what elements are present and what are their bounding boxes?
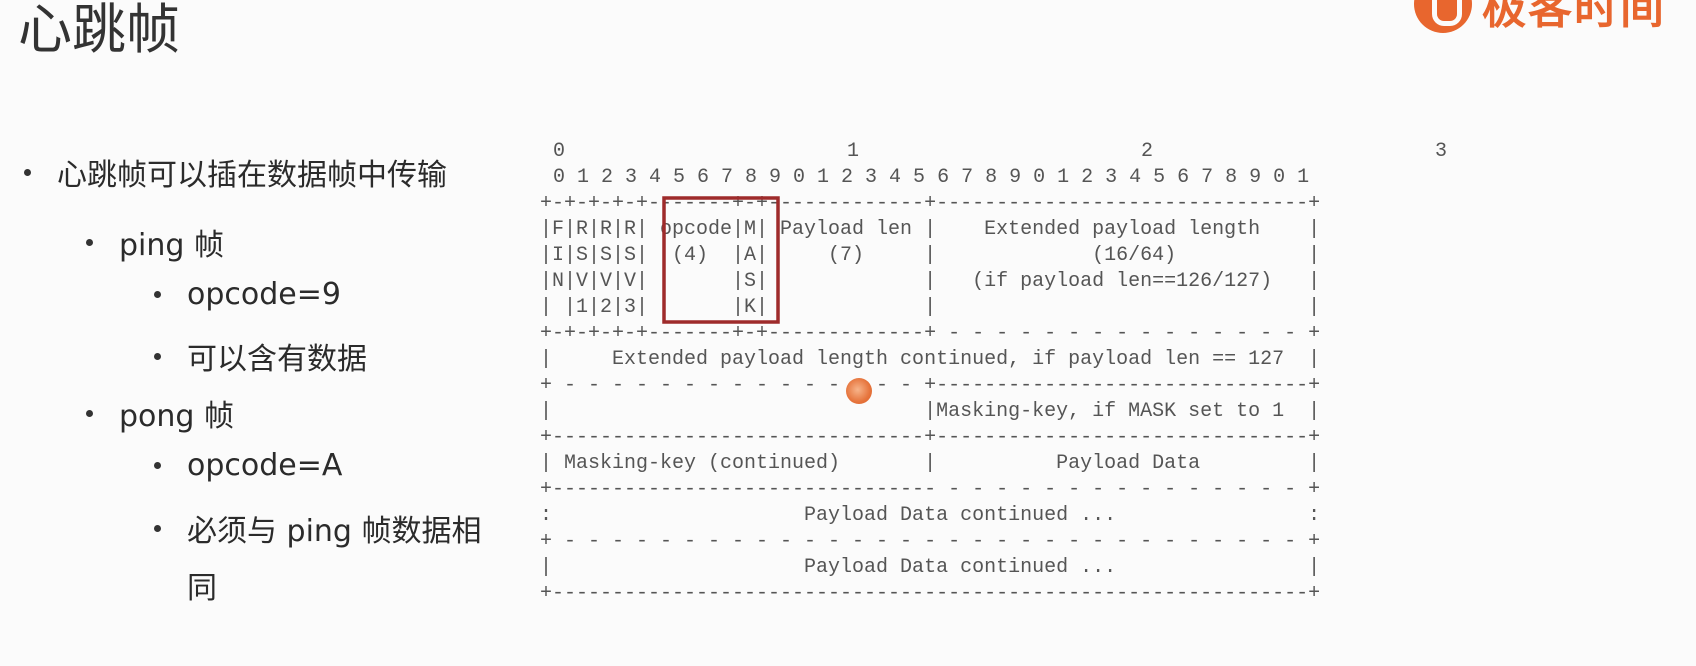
diagram-line: +-+-+-+-+-------+-+-------------+ - - - … (540, 322, 1320, 345)
pointer-cursor-icon (846, 378, 872, 404)
bullet-dot-icon (154, 462, 161, 469)
diagram-line: |I|S|S|S| (4) |A| (7) | (16/64) | (540, 244, 1320, 267)
bullet-text: ping 帧 (119, 228, 224, 263)
bullet-item: pong 帧 (86, 391, 234, 435)
bullet-item: 心跳帧可以插在数据帧中传输 (24, 150, 447, 194)
octet-marker-1: 1 (847, 140, 859, 163)
diagram-line: +-+-+-+-+-------+-+-------------+-------… (540, 192, 1320, 215)
diagram-line: |F|R|R|R| opcode|M| Payload len | Extend… (540, 218, 1320, 241)
diagram-line: +---------------------------------------… (540, 582, 1320, 605)
bullet-text: 可以含有数据 (187, 342, 367, 377)
diagram-line: | Masking-key (continued) | Payload Data… (540, 452, 1320, 475)
diagram-line: : Payload Data continued ... : (540, 504, 1320, 527)
diagram-line: | Payload Data continued ... | (540, 556, 1320, 579)
bullet-text: pong 帧 (119, 399, 234, 434)
bullet-text: 同 (187, 571, 217, 606)
bullet-text: 必须与 ping 帧数据相 (187, 514, 482, 549)
diagram-line: + - - - - - - - - - - - - - - - +-------… (540, 374, 1320, 397)
diagram-line: |N|V|V|V| |S| | (if payload len==126/127… (540, 270, 1320, 293)
octet-marker-2: 2 (1141, 140, 1153, 163)
slide-title: 心跳帧 (18, 0, 180, 61)
bullet-text: opcode=9 (187, 277, 341, 312)
bullet-dot-icon (86, 238, 93, 246)
bit-number-row: 0 1 2 3 4 5 6 7 8 9 0 1 2 3 4 5 6 7 8 9 … (553, 166, 1309, 189)
opcode-highlight-box (662, 196, 780, 324)
bullet-dot-icon (86, 409, 93, 417)
bullet-text: opcode=A (187, 448, 343, 483)
brand-logo: 极客时间 (1414, 0, 1666, 36)
bullet-item: opcode=A (154, 448, 342, 483)
bullet-item: opcode=9 (154, 277, 341, 312)
bullet-item: 同 (187, 563, 217, 607)
diagram-line: | Extended payload length continued, if … (540, 348, 1320, 371)
bullet-item: 可以含有数据 (154, 334, 367, 378)
diagram-line: | |Masking-key, if MASK set to 1 | (540, 400, 1320, 423)
bullet-item: 必须与 ping 帧数据相 (154, 506, 482, 550)
diagram-line: +-------------------------------- - - - … (540, 478, 1320, 501)
logo-icon (1414, 0, 1472, 33)
logo-text: 极客时间 (1482, 0, 1666, 34)
bullet-dot-icon (154, 524, 161, 532)
bullet-text: 心跳帧可以插在数据帧中传输 (57, 158, 447, 193)
diagram-line: +-------------------------------+-------… (540, 426, 1320, 449)
websocket-frame-diagram: 0 1 2 3 0 1 2 3 4 5 6 7 8 9 0 1 2 3 4 5 … (540, 138, 1690, 648)
octet-marker-0: 0 (553, 140, 565, 163)
diagram-line: + - - - - - - - - - - - - - - - - - - - … (540, 530, 1320, 553)
bullet-dot-icon (24, 168, 31, 176)
diagram-line: | |1|2|3| |K| | | (540, 296, 1320, 319)
octet-marker-3: 3 (1435, 140, 1447, 163)
bullet-dot-icon (154, 352, 161, 360)
bullet-item: ping 帧 (86, 220, 224, 264)
bullet-dot-icon (154, 291, 161, 298)
